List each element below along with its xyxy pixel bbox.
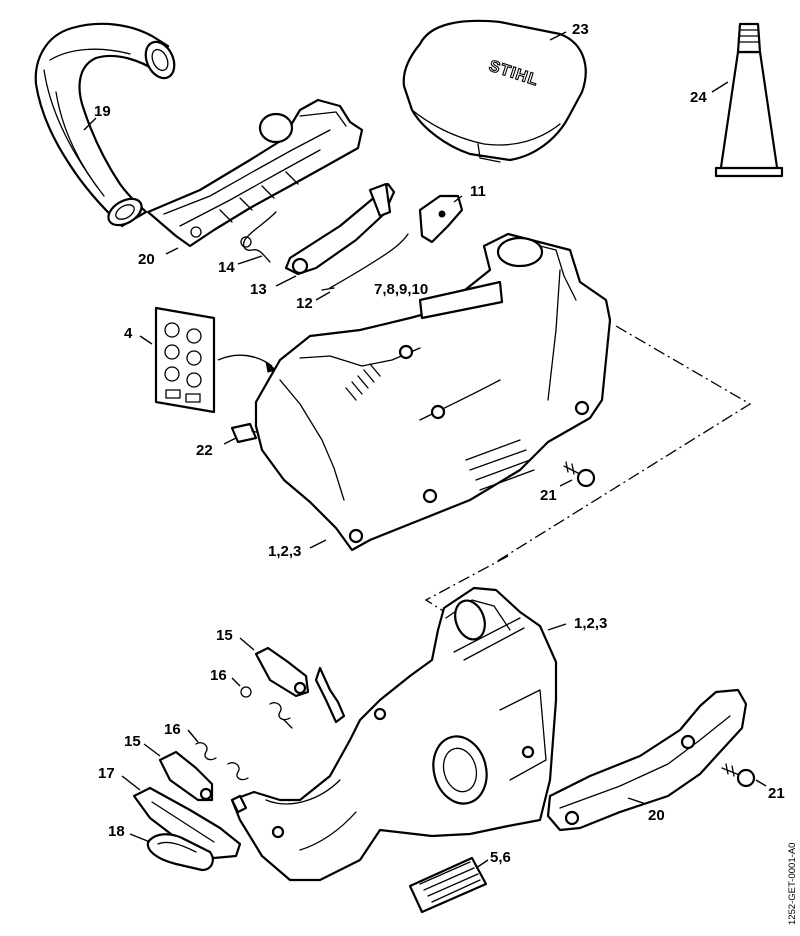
clip-part [418, 194, 464, 244]
spring-14-part [240, 211, 277, 263]
callout-13: 13 [250, 281, 267, 298]
grease-tube-part [714, 22, 784, 178]
callout-14: 14 [218, 259, 235, 276]
document-id: 1252-GET-0001-A0 [787, 843, 798, 925]
callout-17: 17 [98, 765, 115, 782]
callout-4: 4 [124, 325, 133, 342]
callout-11: 11 [470, 183, 486, 200]
callout-24: 24 [690, 89, 707, 106]
interlock-lever-part [321, 233, 409, 291]
callout-1-2-3-bottom: 1,2,3 [574, 615, 607, 632]
callout-12: 12 [296, 295, 313, 312]
gasket-18-part [146, 833, 214, 872]
label-5-6-part [408, 856, 488, 914]
throttle-trigger-part [284, 182, 396, 276]
pawl-15-bottom-part [158, 750, 214, 802]
callout-19: 19 [94, 103, 111, 120]
pawl-15-top-part [254, 646, 310, 698]
callout-20-top: 20 [138, 251, 155, 268]
front-handle-bar-part [34, 22, 176, 228]
warning-label-part [154, 306, 278, 414]
callout-16-bottom: 16 [164, 721, 181, 738]
screw-21-top-part [563, 461, 596, 488]
leader-lines [83, 31, 767, 869]
callout-21-bottom: 21 [768, 785, 785, 802]
callout-23: 23 [572, 21, 589, 38]
callout-labels: 19 20 14 13 12 11 23 24 7,8,9,10 4 22 21… [94, 21, 785, 866]
spring-16-bottom-part [195, 742, 249, 781]
callout-22: 22 [196, 442, 213, 459]
handle-housing-part [146, 98, 364, 248]
callout-18: 18 [108, 823, 125, 840]
callout-1-2-3-top: 1,2,3 [268, 543, 301, 560]
spring-16-top-part [240, 686, 293, 729]
top-cover-part: STIHL [402, 19, 587, 163]
alignment-line-lower [424, 555, 509, 615]
callout-20-bottom: 20 [648, 807, 665, 824]
screw-21-bottom-part [721, 763, 756, 788]
callout-5-6: 5,6 [490, 849, 511, 866]
callout-15-top: 15 [216, 627, 233, 644]
main-housing-bottom-part [230, 586, 558, 882]
alignment-line-upper [495, 325, 752, 563]
callout-21-top: 21 [540, 487, 557, 504]
main-housing-top-part [254, 232, 612, 552]
plate-17-part [132, 786, 242, 860]
callout-16-top: 16 [210, 667, 227, 684]
callout-15-bottom: 15 [124, 733, 141, 750]
callout-7-8-9-10: 7,8,9,10 [374, 281, 428, 298]
rear-handle-bottom-part [546, 688, 748, 832]
